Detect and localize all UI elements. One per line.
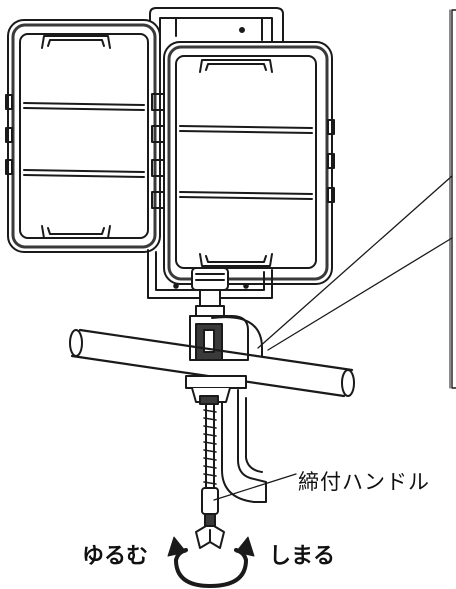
handle-label: 締付ハンドル xyxy=(298,471,430,494)
right-light-panel xyxy=(163,41,335,285)
top-carry-handle xyxy=(149,7,284,49)
rotation-arrow xyxy=(174,548,248,588)
tighten-label: しまる xyxy=(269,543,336,568)
arrow-head-right-icon xyxy=(235,536,255,557)
arrow-head-left-icon xyxy=(167,536,187,557)
callout-box xyxy=(449,9,456,389)
c-clamp-frame xyxy=(185,375,267,503)
leader-lines xyxy=(213,175,453,501)
loosen-label: ゆるむ xyxy=(82,543,149,568)
threaded-screw xyxy=(203,403,217,489)
clamp-body xyxy=(189,315,263,361)
swivel-knob xyxy=(191,267,229,317)
tightening-handle xyxy=(195,487,225,549)
left-light-panel xyxy=(5,19,161,253)
